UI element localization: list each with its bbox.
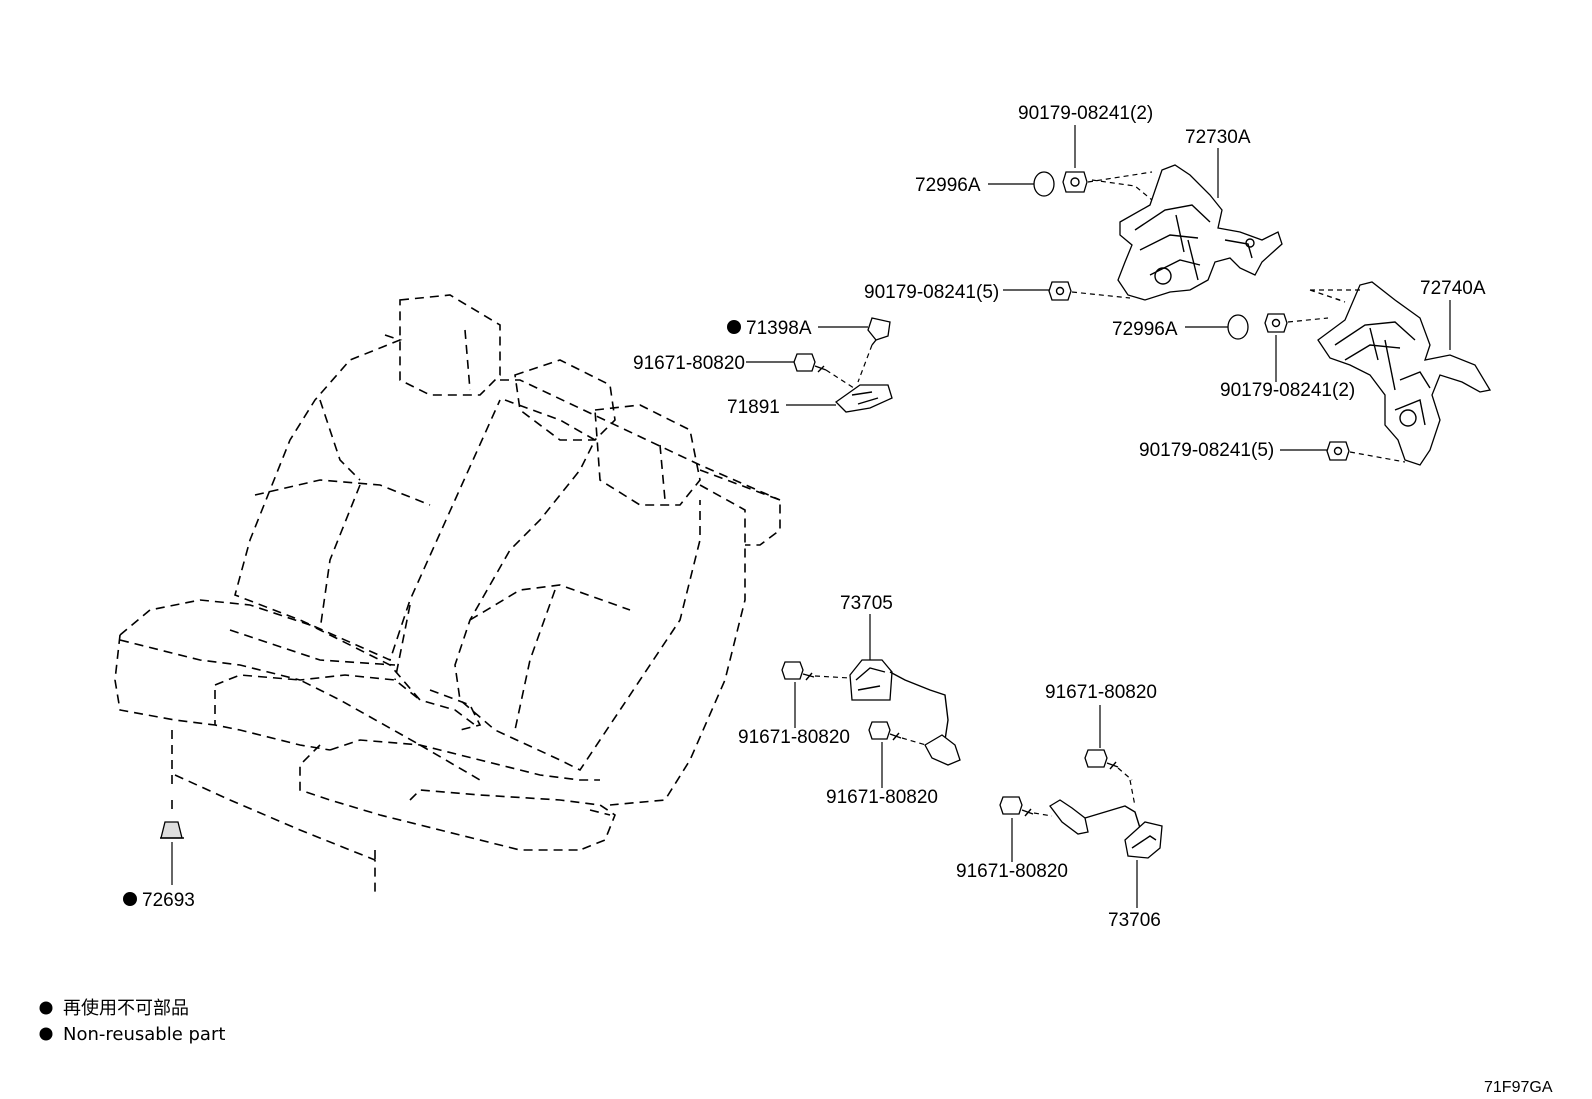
seatbelt-retractor-bracket-72730A-part (1117, 164, 1283, 301)
cap-72996A-mid-part (1227, 314, 1249, 340)
seatbelt-buckle-73706-part (1049, 799, 1163, 859)
non-reusable-marker-72693 (123, 892, 137, 906)
nut-90179-5-top-part (1048, 281, 1072, 301)
bolt-91671-b-part (781, 661, 815, 681)
label-91671-80820-d: 91671-80820 (1045, 682, 1157, 703)
label-90179-08241-5-top: 90179-08241(5) (864, 282, 999, 303)
seatbelt-buckle-73705-part (849, 659, 961, 766)
label-72996A-mid: 72996A (1112, 319, 1178, 340)
cap-72996A-top-part (1033, 171, 1055, 197)
legend-bullet-1 (39, 1001, 53, 1015)
nut-90179-2-mid-part (1264, 313, 1288, 333)
bracket-71891-part (834, 384, 893, 413)
label-72693: 72693 (142, 890, 195, 911)
legend: 再使用不可部品 Non-reusable part (39, 998, 225, 1045)
label-91671-80820-e: 91671-80820 (956, 861, 1068, 882)
label-72740A: 72740A (1420, 278, 1486, 299)
legend-bullet-2 (39, 1027, 53, 1041)
nut-90179-top-part (1062, 171, 1088, 193)
bolt-91671-c-part (868, 721, 902, 741)
label-91671-80820-c: 91671-80820 (826, 787, 938, 808)
drawing-code: 71F97GA (1484, 1079, 1553, 1096)
label-71891: 71891 (727, 397, 780, 418)
non-reusable-marker-71398A (727, 320, 741, 334)
label-71398A: 71398A (746, 318, 812, 339)
label-73706: 73706 (1108, 910, 1161, 931)
bolt-91671-e-part (999, 796, 1034, 817)
label-91671-80820-a: 91671-80820 (633, 353, 745, 374)
label-90179-08241-5-mid: 90179-08241(5) (1139, 440, 1274, 461)
bolt-91671-d-part (1084, 749, 1119, 770)
rear-seat-outline (114, 294, 781, 892)
bolt-91671-a-part (793, 353, 827, 373)
legend-line-english: Non-reusable part (63, 1024, 225, 1045)
label-72730A: 72730A (1185, 127, 1251, 148)
seatbelt-retractor-bracket-72740A-part (1317, 281, 1492, 466)
legend-line-japanese: 再使用不可部品 (63, 998, 189, 1019)
label-91671-80820-b: 91671-80820 (738, 727, 850, 748)
clip-72693-part (160, 821, 184, 839)
label-90179-08241-2-mid: 90179-08241(2) (1220, 380, 1355, 401)
clip-71398A-part (867, 317, 891, 346)
label-72996A-top: 72996A (915, 175, 981, 196)
label-90179-08241-2-top: 90179-08241(2) (1018, 103, 1153, 124)
nut-90179-5-mid-part (1326, 441, 1350, 461)
label-73705: 73705 (840, 593, 893, 614)
